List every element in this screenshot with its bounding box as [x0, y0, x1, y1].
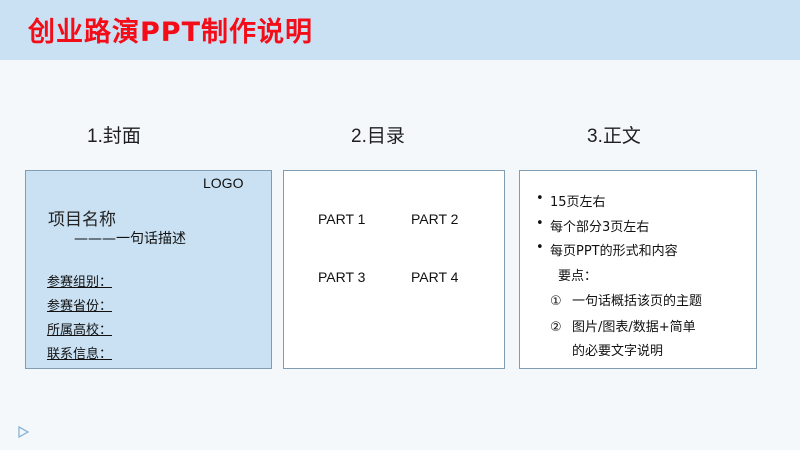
numbered-item: ② 图片/图表/数据+简单 — [550, 316, 696, 335]
toc-part-2: PART 2 — [411, 211, 459, 227]
numbered-item: ① 一句话概括该页的主题 — [550, 290, 702, 309]
numbered-text: 图片/图表/数据+简单 — [572, 320, 696, 335]
toc-part-1: PART 1 — [318, 211, 366, 227]
toc-part-4: PART 4 — [411, 269, 459, 285]
title-banner — [0, 0, 800, 60]
bullet-dot-icon: • — [536, 240, 544, 255]
bullet-item: • 每页PPT的形式和内容 — [536, 240, 678, 259]
info-group: 参赛组别： — [47, 275, 113, 290]
project-description: ———一句话描述 — [74, 231, 186, 247]
numbered-text: 一句话概括该页的主题 — [572, 294, 703, 309]
numbered-continuation: 的必要文字说明 — [572, 344, 664, 359]
bullet-item: • 每个部分3页左右 — [536, 216, 650, 235]
info-university: 所属高校： — [47, 323, 113, 338]
bullet-text: 每页PPT的形式和内容 — [550, 244, 678, 259]
body-card: • 15页左右 • 每个部分3页左右 • 每页PPT的形式和内容 要点： ① 一句… — [519, 170, 757, 369]
bullet-text: 每个部分3页左右 — [550, 220, 650, 235]
section-heading-toc: 2.目录 — [351, 126, 405, 147]
toc-card: PART 1 PART 2 PART 3 PART 4 — [283, 170, 505, 369]
section-heading-body: 3.正文 — [587, 126, 641, 147]
toc-part-3: PART 3 — [318, 269, 366, 285]
bullet-text: 15页左右 — [550, 195, 606, 210]
bullet-dot-icon: • — [536, 216, 544, 231]
bullet-dot-icon: • — [536, 191, 544, 206]
info-contact: 联系信息： — [47, 347, 113, 362]
bullet-continuation: 要点： — [558, 269, 598, 284]
bullet-item: • 15页左右 — [536, 191, 606, 210]
play-icon[interactable] — [16, 425, 30, 439]
project-name: 项目名称 — [48, 210, 116, 230]
logo-placeholder: LOGO — [203, 175, 244, 191]
cover-card: LOGO 项目名称 ———一句话描述 参赛组别： 参赛省份： 所属高校： 联系信… — [25, 170, 272, 369]
info-province: 参赛省份： — [47, 299, 113, 314]
page-title: 创业路演PPT制作说明 — [28, 17, 313, 48]
section-heading-cover: 1.封面 — [87, 126, 141, 147]
numbered-mark: ① — [550, 294, 562, 309]
numbered-mark: ② — [550, 320, 562, 335]
